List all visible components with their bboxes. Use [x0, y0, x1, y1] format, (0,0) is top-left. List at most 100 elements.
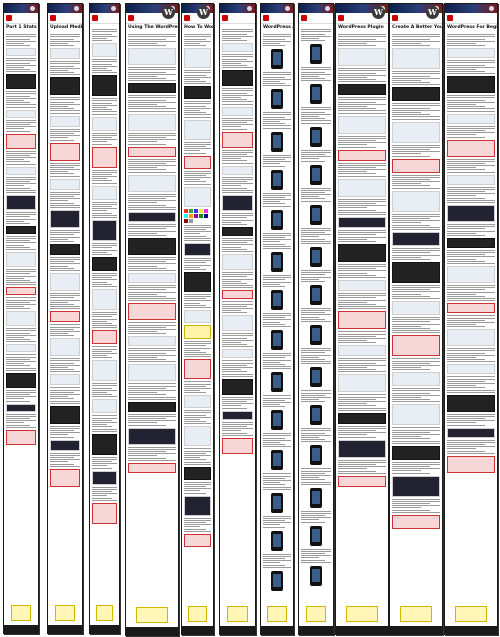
screenshot-image [50, 311, 80, 323]
text-line [50, 99, 80, 101]
text-line [301, 348, 331, 349]
text-line [392, 220, 440, 222]
text-line [6, 389, 36, 391]
screenshot-image [6, 403, 36, 412]
screenshot-image [184, 426, 211, 447]
text-line [222, 335, 253, 337]
text-line [392, 287, 440, 289]
text-line [128, 394, 167, 396]
text-line [392, 317, 440, 318]
text-line [92, 249, 117, 251]
text-line [222, 101, 253, 103]
text-line [338, 166, 377, 168]
text-line [6, 128, 24, 130]
text-line [392, 36, 440, 38]
text-line [301, 73, 331, 75]
screenshot-image [128, 237, 176, 255]
text-line [447, 36, 495, 38]
site-banner [261, 4, 293, 13]
text-line [92, 322, 112, 324]
text-line [338, 369, 377, 371]
text-line [6, 244, 24, 246]
text-line [50, 463, 74, 465]
text-line [392, 73, 440, 75]
text-line [128, 195, 176, 197]
color-swatch [189, 213, 193, 218]
text-line [447, 326, 486, 328]
text-line [338, 38, 377, 40]
text-line [92, 178, 107, 180]
site-header [4, 13, 38, 24]
text-line [50, 297, 74, 299]
footer-banner [95, 605, 114, 621]
text-line [447, 352, 486, 354]
text-line [6, 64, 36, 66]
text-line [447, 391, 495, 393]
text-line [222, 156, 253, 158]
text-line [447, 104, 476, 105]
text-line [92, 346, 117, 348]
text-line [128, 322, 176, 324]
text-line [184, 174, 206, 176]
text-line [184, 110, 201, 111]
text-line [222, 60, 253, 62]
text-line [184, 298, 206, 300]
site-banner [220, 4, 255, 13]
color-palette [184, 208, 211, 223]
screenshot-image [392, 158, 440, 173]
text-line [263, 196, 286, 198]
text-line [50, 108, 74, 110]
text-line [447, 348, 495, 350]
text-line [128, 139, 176, 141]
text-line [128, 228, 167, 230]
text-line [128, 141, 157, 143]
text-line [447, 249, 495, 251]
text-line [263, 74, 291, 76]
text-line [6, 308, 30, 310]
text-line [184, 490, 201, 492]
text-line [301, 120, 331, 122]
text-line [447, 230, 495, 232]
text-line [50, 162, 80, 164]
text-line [6, 358, 30, 360]
phone-screenshot [310, 246, 322, 267]
text-line [392, 507, 421, 509]
text-line [447, 186, 495, 188]
text-line [184, 410, 211, 412]
text-line [50, 40, 80, 42]
wordpress-logo-icon [162, 6, 175, 19]
text-line [184, 349, 201, 351]
phone-screenshot [271, 450, 283, 471]
screenshot-image [447, 113, 495, 124]
text-line [6, 297, 36, 299]
text-line [338, 466, 386, 468]
text-line [92, 134, 117, 136]
text-line [392, 34, 440, 36]
site-logo-icon [301, 15, 307, 21]
screenshot-image [392, 335, 440, 357]
text-line [263, 361, 280, 363]
text-line [222, 176, 253, 178]
text-line [338, 200, 386, 202]
text-line [301, 158, 319, 160]
text-line [392, 505, 440, 507]
text-line [92, 355, 107, 357]
text-line [128, 291, 176, 293]
text-line [447, 201, 495, 203]
footer-banner [305, 606, 327, 622]
text-line [301, 280, 325, 282]
text-line [263, 446, 291, 448]
text-line [392, 228, 440, 230]
text-line [338, 432, 386, 434]
text-line [92, 182, 117, 184]
text-line [222, 153, 247, 155]
text-line [301, 75, 319, 77]
text-line [222, 430, 241, 432]
text-line [50, 65, 74, 67]
text-line [263, 78, 291, 80]
text-line [392, 75, 431, 77]
screenshot-image [6, 429, 36, 445]
text-line [128, 101, 176, 103]
text-line [338, 146, 377, 148]
footer-banner [227, 606, 248, 622]
